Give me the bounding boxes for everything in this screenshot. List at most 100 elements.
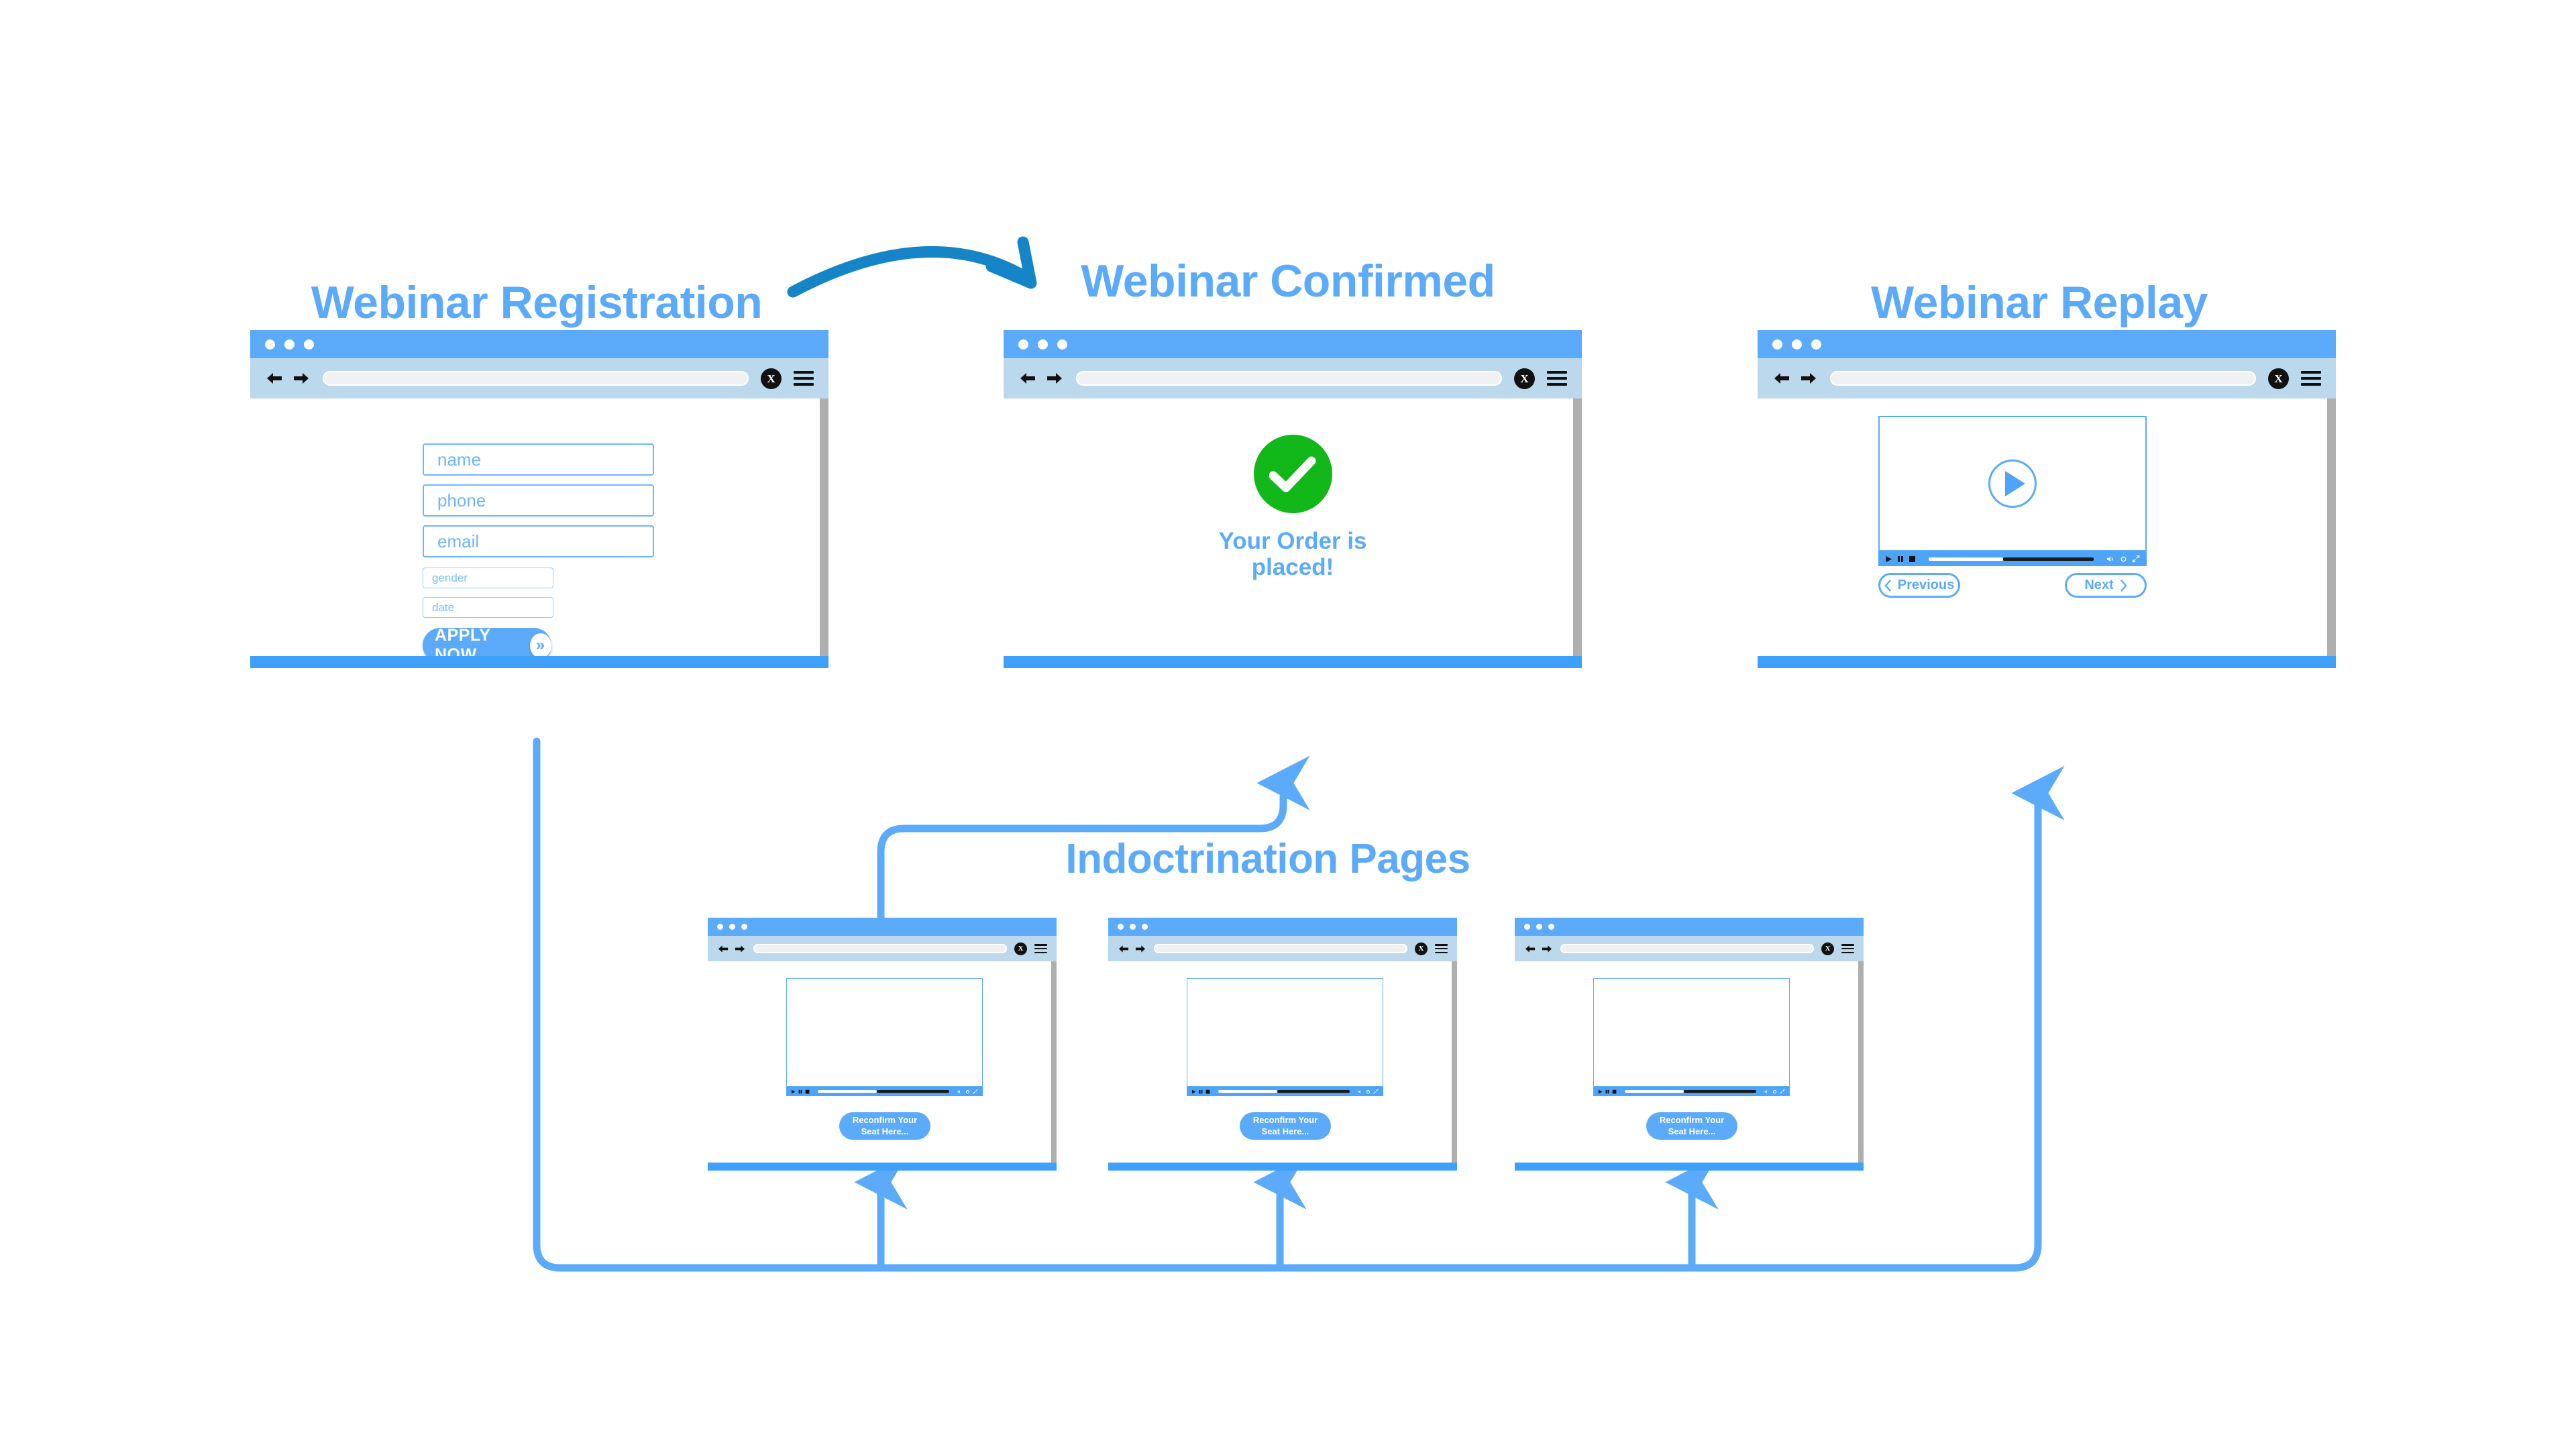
traffic-light-dot[interactable]	[304, 339, 314, 350]
window-scroll-shadow[interactable]	[1573, 398, 1582, 656]
arrow-right-icon[interactable]	[1134, 945, 1146, 953]
volume-icon[interactable]	[1358, 1089, 1363, 1094]
play-icon[interactable]	[1191, 1089, 1196, 1094]
date-field[interactable]: date	[423, 597, 553, 618]
video-progress-bar[interactable]	[818, 1090, 949, 1093]
video-progress-bar[interactable]	[1218, 1090, 1350, 1093]
traffic-light-dot[interactable]	[1018, 339, 1028, 350]
double-chevron-right-icon[interactable]: »	[529, 633, 551, 656]
traffic-light-dot[interactable]	[1811, 339, 1821, 350]
pause-icon[interactable]	[1199, 1089, 1203, 1094]
traffic-light-dot[interactable]	[1772, 339, 1782, 350]
nav-arrows-group[interactable]	[1524, 945, 1553, 953]
window-traffic-lights[interactable]	[1118, 924, 1148, 930]
traffic-light-dot[interactable]	[1792, 339, 1802, 350]
stop-icon[interactable]	[1205, 1089, 1210, 1094]
next-button[interactable]: Next	[2065, 573, 2147, 598]
arrow-left-icon[interactable]	[1118, 945, 1130, 953]
video-screen[interactable]	[786, 978, 983, 1087]
nav-arrows-group[interactable]	[1018, 372, 1064, 385]
fullscreen-icon[interactable]	[1373, 1089, 1379, 1094]
traffic-light-dot[interactable]	[1548, 924, 1554, 930]
nav-arrows-group[interactable]	[717, 945, 746, 953]
window-scroll-shadow[interactable]	[1858, 961, 1864, 1163]
arrow-right-icon[interactable]	[1541, 945, 1553, 953]
video-screen[interactable]	[1878, 416, 2147, 551]
apply-now-button[interactable]: APPLY NOW »	[423, 626, 551, 656]
fullscreen-icon[interactable]	[973, 1089, 978, 1094]
name-field[interactable]: name	[423, 443, 654, 476]
video-screen[interactable]	[1593, 978, 1790, 1087]
traffic-light-dot[interactable]	[1118, 924, 1124, 930]
play-icon[interactable]	[791, 1089, 796, 1094]
settings-icon[interactable]	[965, 1089, 970, 1094]
pause-icon[interactable]	[798, 1089, 802, 1094]
hamburger-menu-icon[interactable]	[794, 371, 814, 386]
settings-icon[interactable]	[2120, 555, 2127, 563]
arrow-right-icon[interactable]	[734, 945, 746, 953]
traffic-light-dot[interactable]	[284, 339, 294, 350]
hamburger-menu-icon[interactable]	[1034, 944, 1047, 953]
address-bar-input[interactable]	[1076, 371, 1502, 386]
window-traffic-lights[interactable]	[265, 339, 314, 350]
stop-icon[interactable]	[1612, 1089, 1617, 1094]
settings-icon[interactable]	[1366, 1089, 1371, 1094]
window-scroll-shadow[interactable]	[820, 398, 828, 656]
window-traffic-lights[interactable]	[1772, 339, 1821, 350]
reconfirm-seat-button-3[interactable]: Reconfirm Your Seat Here...	[1646, 1112, 1737, 1140]
traffic-light-dot[interactable]	[1130, 924, 1136, 930]
address-bar-input[interactable]	[323, 371, 749, 386]
traffic-light-dot[interactable]	[265, 339, 275, 350]
window-scroll-shadow[interactable]	[1051, 961, 1057, 1163]
pause-icon[interactable]	[1897, 555, 1904, 563]
window-traffic-lights[interactable]	[717, 924, 747, 930]
arrow-left-icon[interactable]	[265, 372, 284, 385]
video-progress-bar[interactable]	[1929, 557, 2094, 561]
previous-button[interactable]: Previous	[1878, 573, 1960, 598]
hamburger-menu-icon[interactable]	[1547, 371, 1567, 386]
traffic-light-dot[interactable]	[1536, 924, 1542, 930]
window-traffic-lights[interactable]	[1018, 339, 1067, 350]
hamburger-menu-icon[interactable]	[1841, 944, 1854, 953]
settings-icon[interactable]	[1772, 1089, 1777, 1094]
video-progress-bar[interactable]	[1625, 1090, 1756, 1093]
close-icon[interactable]: X	[1014, 942, 1027, 955]
arrow-right-icon[interactable]	[292, 372, 311, 385]
address-bar-input[interactable]	[1560, 944, 1814, 953]
phone-field[interactable]: phone	[423, 484, 654, 517]
close-icon[interactable]: X	[1821, 942, 1834, 955]
traffic-light-dot[interactable]	[729, 924, 735, 930]
address-bar-input[interactable]	[1154, 944, 1407, 953]
pause-icon[interactable]	[1605, 1089, 1609, 1094]
arrow-right-icon[interactable]	[1799, 372, 1818, 385]
close-icon[interactable]: X	[2268, 368, 2289, 389]
play-icon[interactable]	[1598, 1089, 1603, 1094]
nav-arrows-group[interactable]	[1772, 372, 1818, 385]
volume-icon[interactable]	[2106, 555, 2115, 563]
arrow-left-icon[interactable]	[717, 945, 729, 953]
email-field[interactable]: email	[423, 525, 654, 557]
stop-icon[interactable]	[1909, 555, 1916, 563]
volume-icon[interactable]	[957, 1089, 963, 1094]
reconfirm-seat-button-1[interactable]: Reconfirm Your Seat Here...	[839, 1112, 930, 1140]
close-icon[interactable]: X	[761, 368, 782, 389]
window-scroll-shadow[interactable]	[1452, 961, 1457, 1163]
gender-field[interactable]: gender	[423, 568, 553, 588]
arrow-left-icon[interactable]	[1524, 945, 1536, 953]
volume-icon[interactable]	[1764, 1089, 1770, 1094]
hamburger-menu-icon[interactable]	[2301, 371, 2321, 386]
play-icon[interactable]	[1885, 555, 1892, 563]
close-icon[interactable]: X	[1514, 368, 1535, 389]
window-traffic-lights[interactable]	[1524, 924, 1554, 930]
arrow-right-icon[interactable]	[1045, 372, 1064, 385]
arrow-left-icon[interactable]	[1772, 372, 1791, 385]
address-bar-input[interactable]	[1830, 371, 2256, 386]
traffic-light-dot[interactable]	[717, 924, 723, 930]
window-scroll-shadow[interactable]	[2327, 398, 2336, 656]
nav-arrows-group[interactable]	[265, 372, 311, 385]
fullscreen-icon[interactable]	[2132, 555, 2140, 563]
address-bar-input[interactable]	[753, 944, 1007, 953]
nav-arrows-group[interactable]	[1118, 945, 1146, 953]
traffic-light-dot[interactable]	[741, 924, 747, 930]
traffic-light-dot[interactable]	[1038, 339, 1048, 350]
